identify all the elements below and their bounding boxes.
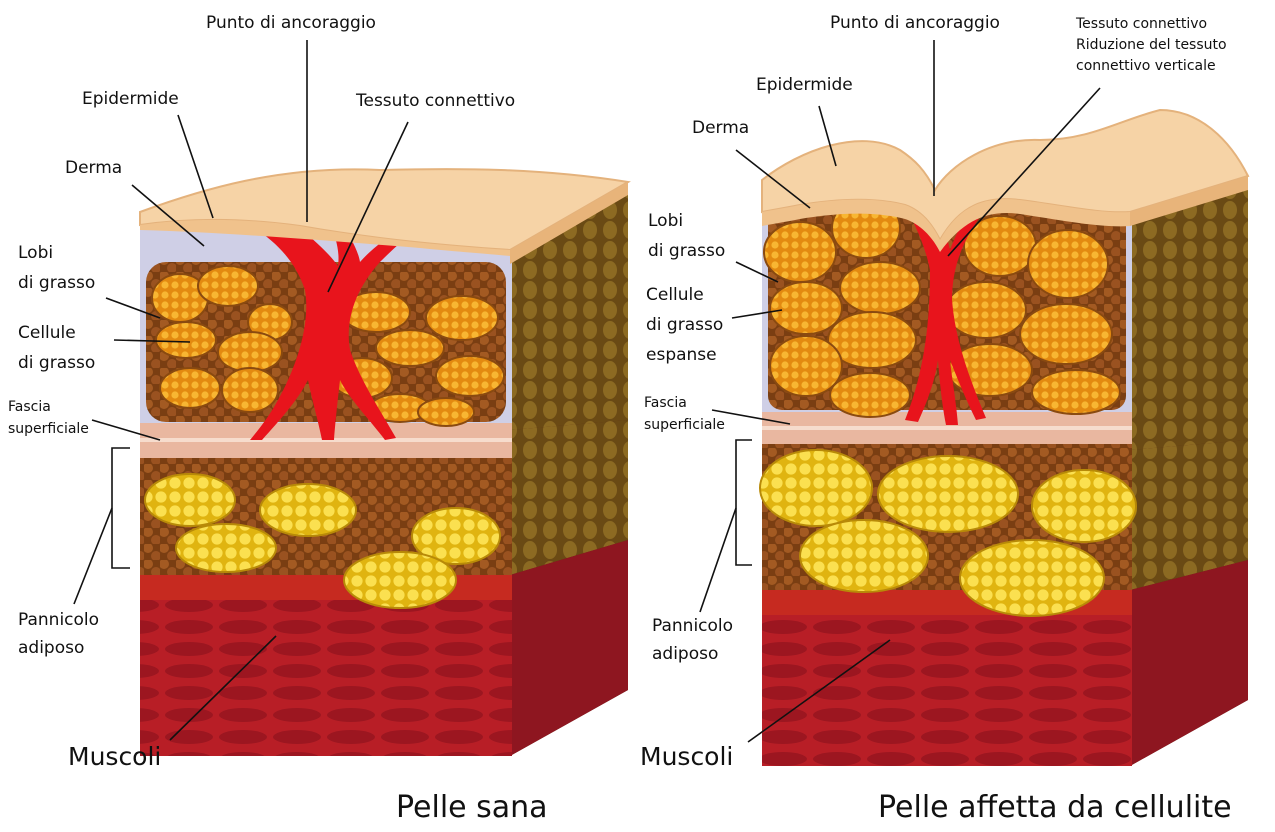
left-label-fat-lobes: Lobi di grasso <box>18 238 95 298</box>
right-label-panniculus: Pannicolo adiposo <box>652 612 733 668</box>
right-label-connective: Tessuto connettivo Riduzione del tessuto… <box>1076 14 1227 77</box>
left-label-fat-cells: Cellule di grasso <box>18 318 95 378</box>
right-label-fat-lobes: Lobi di grasso <box>648 206 725 266</box>
left-label-anchor: Punto di ancoraggio <box>206 12 376 34</box>
right-label-muscles: Muscoli <box>640 742 733 772</box>
left-label-epidermis: Epidermide <box>82 88 179 110</box>
left-label-muscles: Muscoli <box>68 742 161 772</box>
right-label-epidermis: Epidermide <box>756 74 853 96</box>
right-label-fat-cells: Cellule di grasso espanse <box>646 280 723 370</box>
right-block <box>760 110 1248 766</box>
right-muscle-layer <box>762 590 1132 766</box>
right-label-anchor: Punto di ancoraggio <box>830 12 1000 34</box>
left-muscle-layer <box>140 575 512 756</box>
right-label-dermis: Derma <box>692 117 749 139</box>
left-block <box>140 169 628 756</box>
left-label-connective: Tessuto connettivo <box>356 90 515 112</box>
left-title: Pelle sana <box>396 790 548 826</box>
left-label-dermis: Derma <box>65 157 122 179</box>
left-label-panniculus: Pannicolo adiposo <box>18 606 99 662</box>
right-label-fascia: Fascia superficiale <box>644 392 725 436</box>
right-title: Pelle affetta da cellulite <box>878 790 1232 826</box>
left-label-fascia: Fascia superficiale <box>8 396 89 440</box>
